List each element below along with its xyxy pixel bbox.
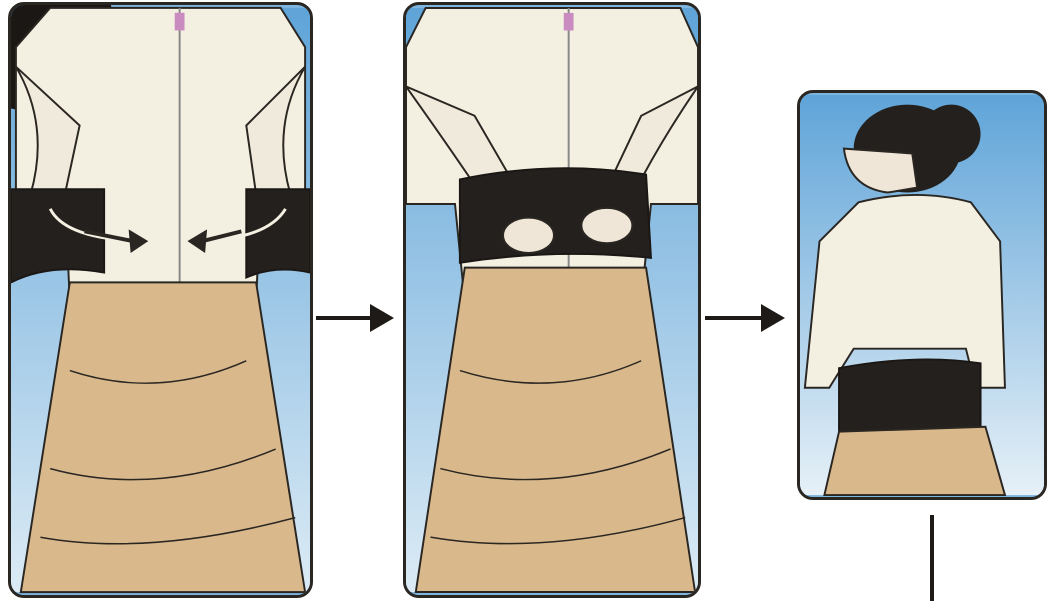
step-2-panel: [403, 2, 701, 598]
step-1-panel: [8, 2, 313, 598]
belt-wrap-illustration: [11, 5, 310, 595]
next-step-arrow-icon: [316, 300, 396, 336]
belt-worn-illustration: [800, 93, 1044, 497]
connector-line: [930, 515, 934, 601]
step-3-panel: [797, 90, 1047, 500]
next-step-arrow-icon: [705, 300, 787, 336]
belt-fasten-illustration: [406, 5, 698, 595]
